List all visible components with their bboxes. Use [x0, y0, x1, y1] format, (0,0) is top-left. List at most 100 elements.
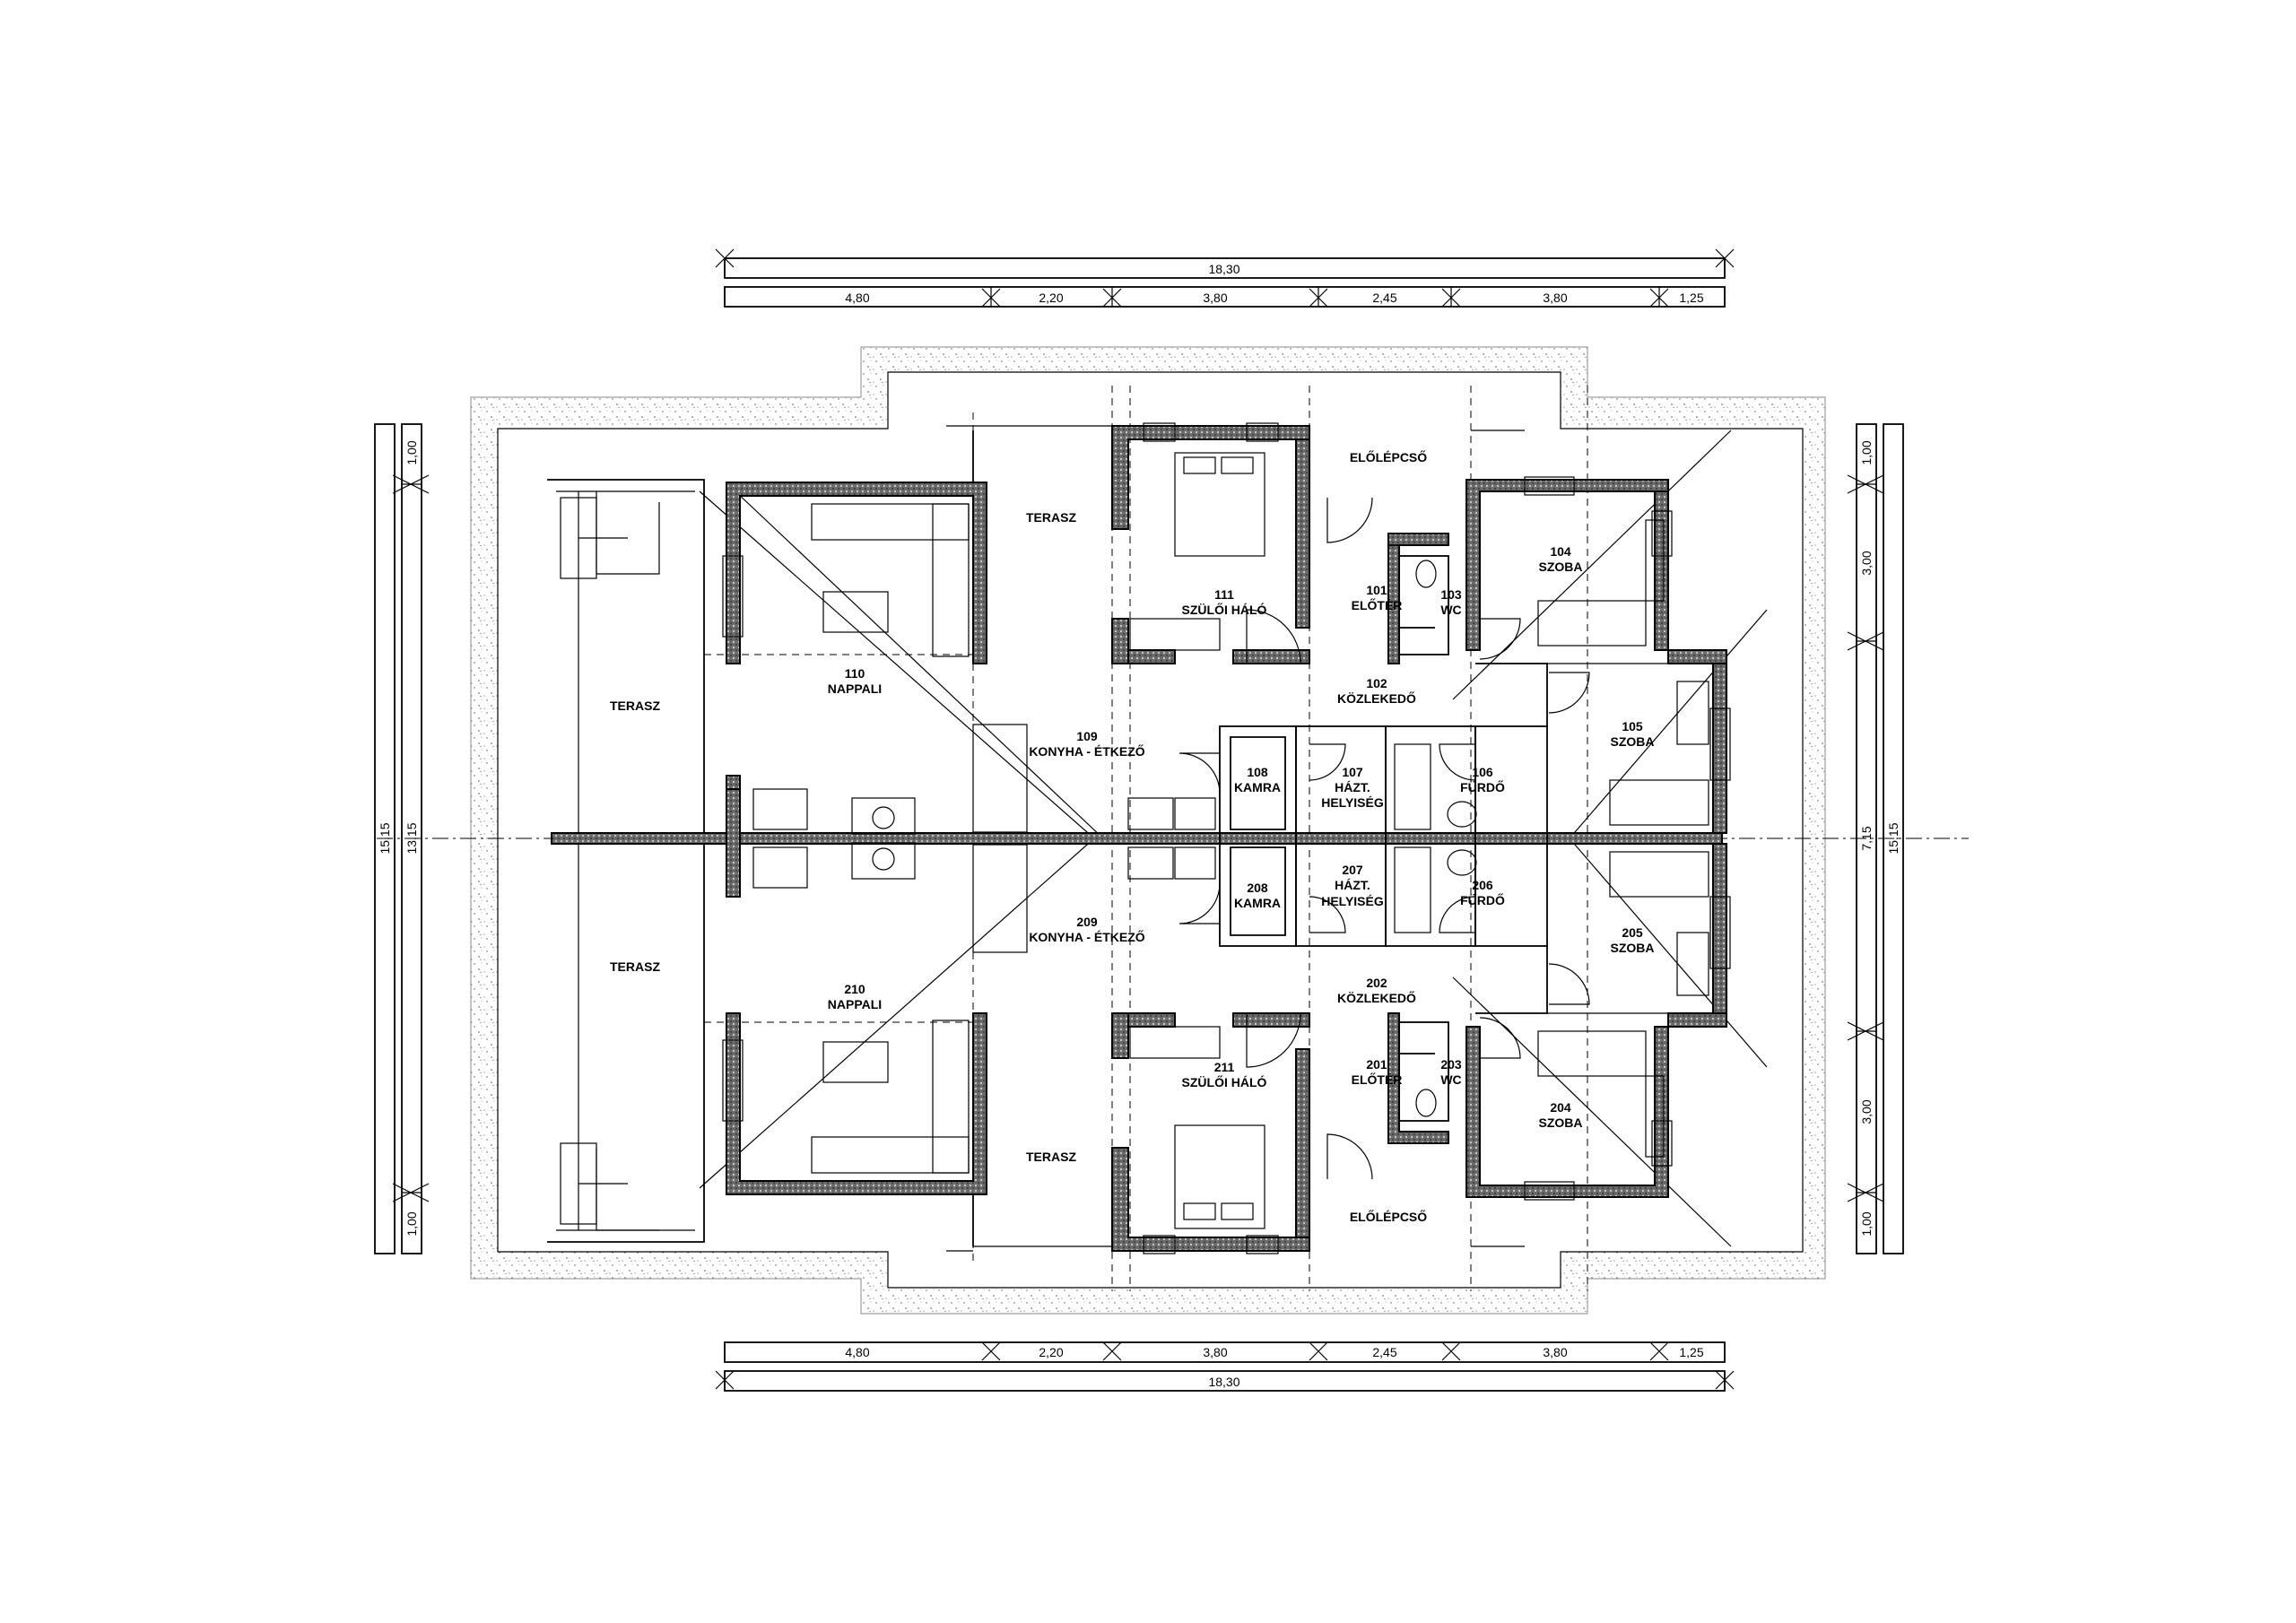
dimension-top: 18,30 4,80 2,20 3,80 2,45 3,80 1,25: [715, 248, 1735, 308]
room-number: 110: [845, 666, 865, 681]
room-name: NAPPALI: [828, 681, 882, 696]
room-number: 106: [1472, 765, 1493, 779]
room-name: FÜRDŐ: [1460, 779, 1505, 794]
furniture: [752, 452, 1709, 1229]
room-name: HELYISÉG: [1321, 795, 1384, 810]
room-name: ELŐLÉPCSŐ: [1350, 449, 1427, 464]
interior-partitions: [1219, 544, 1713, 1122]
room-number: 103: [1440, 587, 1462, 602]
dim-bottom-1: 4,80: [845, 1345, 869, 1359]
room-labels: TERASZ TERASZ TERASZ TERASZ ELŐLÉPCSŐ ELŐLÉPC…: [610, 449, 1655, 1224]
dim-left-outer: 15,15: [378, 822, 392, 854]
room-name: SZOBA: [1611, 941, 1655, 955]
room-number: 204: [1550, 1100, 1571, 1115]
room-name: HELYISÉG: [1321, 894, 1384, 908]
room-name: ELŐTÉR: [1352, 597, 1403, 612]
room-name: SZOBA: [1539, 1115, 1583, 1130]
room-number: 105: [1622, 719, 1643, 733]
dim-bottom-6: 1,25: [1679, 1345, 1703, 1359]
dim-right-outer: 15,15: [1886, 822, 1900, 854]
dim-bottom-4: 2,45: [1372, 1345, 1396, 1359]
room-name: TERASZ: [1026, 510, 1076, 525]
room-name: SZÜLŐI HÁLÓ: [1182, 602, 1267, 617]
room-name: KONYHA - ÉTKEZŐ: [1029, 743, 1144, 759]
room-number: 206: [1472, 878, 1493, 892]
room-number: 101: [1366, 583, 1387, 597]
party-wall: [551, 832, 1723, 845]
room-number: 107: [1342, 765, 1363, 779]
walls-lower-unit: [726, 788, 1727, 1252]
dim-top-5: 3,80: [1543, 291, 1567, 305]
room-label-r-terasz-left-top: TERASZ: [610, 699, 660, 713]
room-number: 207: [1342, 863, 1363, 877]
room-number: 201: [1366, 1057, 1387, 1072]
room-label-r-terasz-mid-bottom: TERASZ: [1026, 1150, 1076, 1164]
dim-left-inner: 13,15: [404, 822, 419, 854]
room-number: 109: [1076, 729, 1098, 743]
room-name: HÁZT.: [1335, 780, 1370, 794]
room-number: 210: [844, 982, 865, 996]
dim-top-3: 3,80: [1203, 291, 1227, 305]
room-name: KONYHA - ÉTKEZŐ: [1029, 929, 1144, 944]
room-name: ELŐTÉR: [1352, 1072, 1403, 1087]
dim-right-5: 1,00: [1859, 1211, 1874, 1236]
room-name: HÁZT.: [1335, 878, 1370, 892]
room-number: 102: [1366, 676, 1387, 690]
room-label-r-107b: HELYISÉG: [1321, 795, 1384, 810]
room-name: WC: [1440, 603, 1461, 617]
dim-bottom-5: 3,80: [1543, 1345, 1567, 1359]
room-name: KAMRA: [1234, 780, 1281, 794]
room-name: TERASZ: [1026, 1150, 1076, 1164]
dim-right-2: 3,00: [1859, 551, 1874, 575]
room-name: SZÜLŐI HÁLÓ: [1182, 1074, 1267, 1089]
dim-top-4: 2,45: [1372, 291, 1396, 305]
room-name: KAMRA: [1234, 896, 1281, 910]
room-name: TERASZ: [610, 959, 660, 974]
room-label-r-207b: HELYISÉG: [1321, 894, 1384, 908]
dim-top-2: 2,20: [1039, 291, 1063, 305]
dim-bottom-2: 2,20: [1039, 1345, 1063, 1359]
dim-left-top: 1,00: [404, 440, 419, 464]
room-number: 108: [1247, 765, 1268, 779]
room-label-r-elolepcso-bottom: ELŐLÉPCSŐ: [1350, 1209, 1427, 1224]
room-name: ELŐLÉPCSŐ: [1350, 1209, 1427, 1224]
room-label-r-terasz-mid-top: TERASZ: [1026, 510, 1076, 525]
room-name: SZOBA: [1539, 560, 1583, 574]
room-name: FÜRDŐ: [1460, 892, 1505, 907]
room-number: 209: [1076, 915, 1098, 929]
dim-bottom-3: 3,80: [1203, 1345, 1227, 1359]
dimension-right: 1,00 3,00 7,15 3,00 1,00 15,15: [1847, 423, 1904, 1254]
room-name: TERASZ: [610, 699, 660, 713]
dim-top-6: 1,25: [1679, 291, 1703, 305]
room-name: KÖZLEKEDŐ: [1337, 690, 1416, 706]
room-number: 203: [1440, 1057, 1462, 1072]
room-number: 111: [1214, 587, 1234, 602]
room-name: SZOBA: [1611, 734, 1655, 749]
dim-bottom-total: 18,30: [1208, 1375, 1239, 1389]
room-number: 202: [1366, 976, 1387, 990]
dimension-bottom: 4,80 2,20 3,80 2,45 3,80 1,25 18,30: [715, 1341, 1735, 1392]
room-name: KÖZLEKEDŐ: [1337, 990, 1416, 1005]
doors: [1178, 497, 1590, 1180]
dim-right-4: 3,00: [1859, 1099, 1874, 1124]
dim-top-1: 4,80: [845, 291, 869, 305]
